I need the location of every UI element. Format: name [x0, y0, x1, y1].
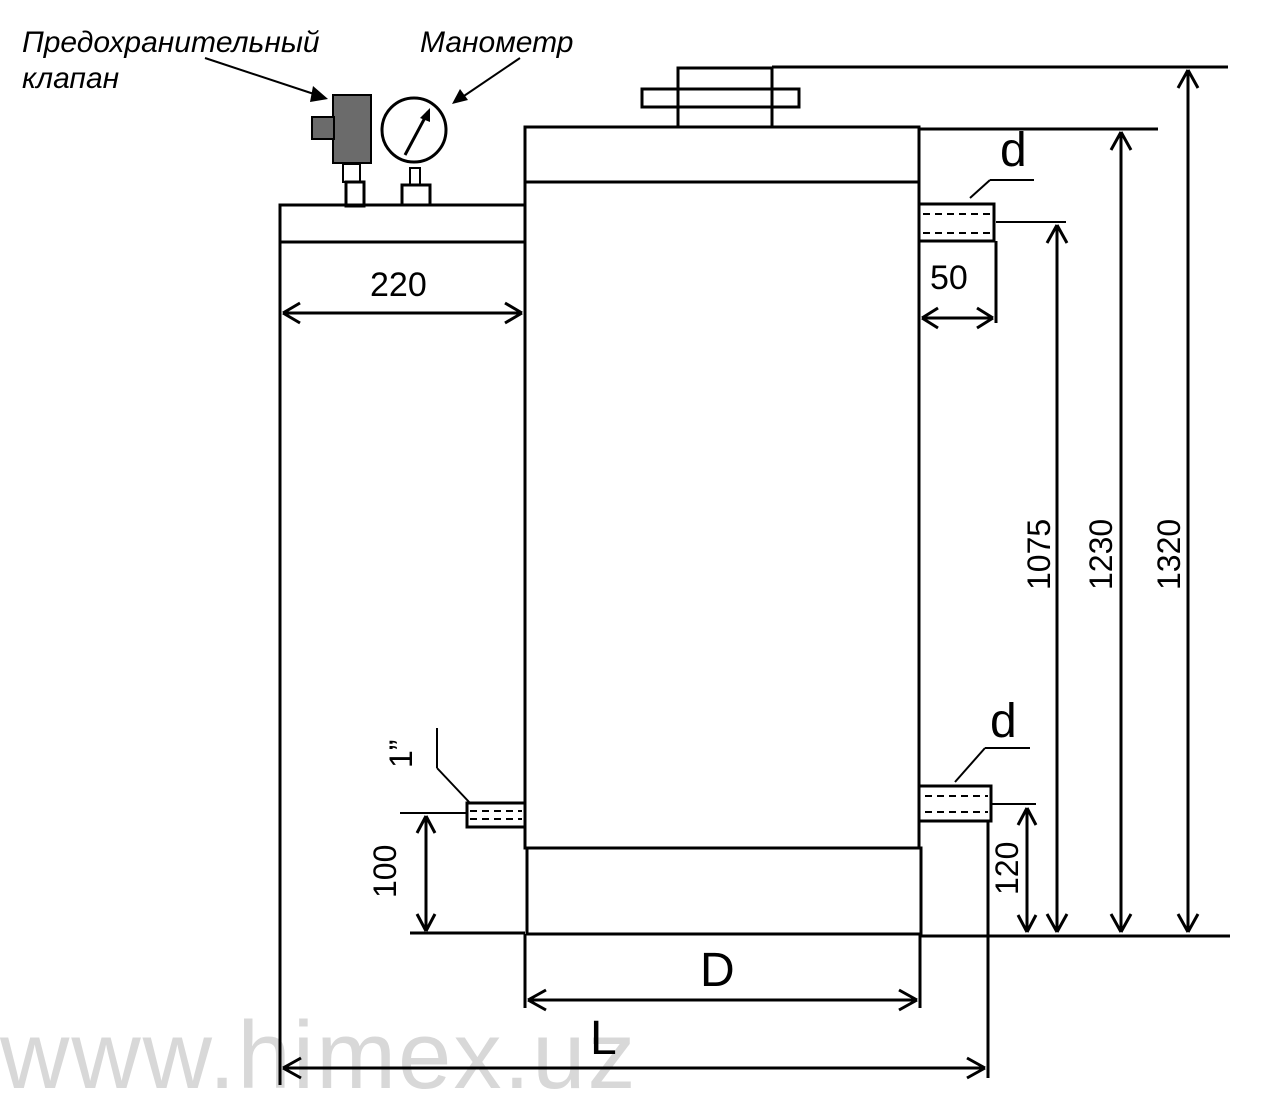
- manometer-callout: [452, 57, 521, 104]
- tank-top-band: [523, 125, 921, 184]
- dim-1075: [996, 221, 1069, 933]
- manometer-label: Манометр: [420, 26, 573, 59]
- dim-50: [921, 241, 998, 330]
- tank-bottom-band: [525, 846, 923, 936]
- dim-1230-label: 1230: [1083, 519, 1119, 590]
- d-bottom-label: d: [990, 695, 1017, 748]
- watermark-text: www.himex.uz: [0, 1002, 638, 1109]
- dim-120: [991, 803, 1038, 933]
- top-right-nozzle: [917, 202, 996, 243]
- dim-D: [523, 934, 922, 1012]
- dim-220: [278, 242, 523, 1085]
- top-hatch: [640, 66, 801, 129]
- dim-100-label: 100: [367, 845, 403, 898]
- d-leader-bottom: [954, 747, 1030, 783]
- safety-valve-icon: [311, 94, 372, 164]
- tank-body: [523, 125, 923, 936]
- dim-1075-label: 1075: [1021, 519, 1057, 590]
- dim-1320-label: 1320: [1151, 519, 1187, 590]
- bottom-right-nozzle: [917, 784, 993, 823]
- dim-1230: [919, 127, 1158, 933]
- dim-D-label: D: [700, 944, 735, 997]
- top-left-pipe: [278, 163, 527, 244]
- dim-100: [400, 812, 466, 932]
- dim-L: [282, 821, 990, 1080]
- dim-1320: [772, 65, 1228, 933]
- d-top-label: d: [1000, 124, 1027, 177]
- dim-50-label: 50: [930, 259, 968, 297]
- drain-nozzle: [465, 801, 527, 829]
- drain-size-label: 1”: [383, 740, 419, 768]
- drain-leader: [436, 728, 471, 804]
- dim-220-label: 220: [370, 266, 427, 304]
- dim-120-label: 120: [989, 842, 1025, 895]
- dim-L-label: L: [590, 1012, 617, 1065]
- safety-valve-label-line1: Предохранительный: [22, 26, 320, 59]
- safety-valve-label-line2: клапан: [22, 62, 119, 95]
- valve-callout: [204, 57, 328, 102]
- d-leader-top: [969, 179, 1034, 199]
- tank-shell: [523, 180, 921, 850]
- manometer-icon: [380, 96, 448, 164]
